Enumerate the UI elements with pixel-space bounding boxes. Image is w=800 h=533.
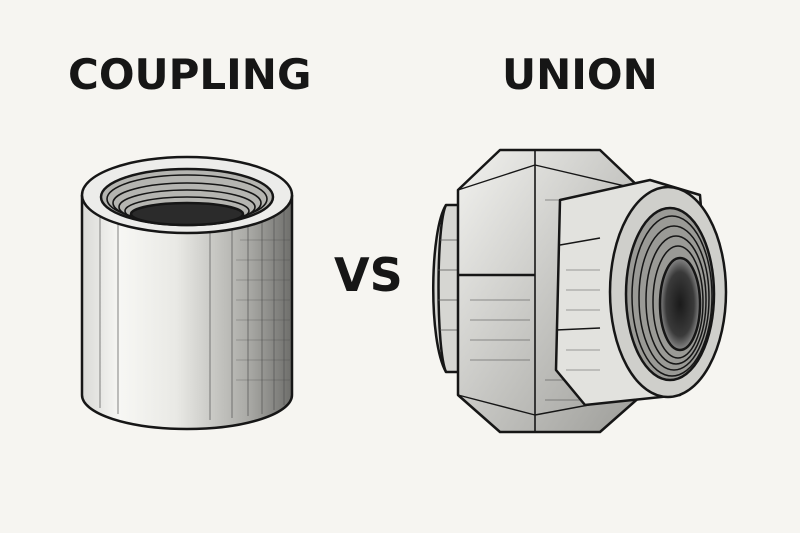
coupling-title: COUPLING xyxy=(68,50,312,99)
versus-label: VS xyxy=(334,248,403,302)
union-title: UNION xyxy=(502,50,658,99)
coupling-fitting-icon xyxy=(80,155,294,431)
union-fitting-icon xyxy=(432,148,728,434)
